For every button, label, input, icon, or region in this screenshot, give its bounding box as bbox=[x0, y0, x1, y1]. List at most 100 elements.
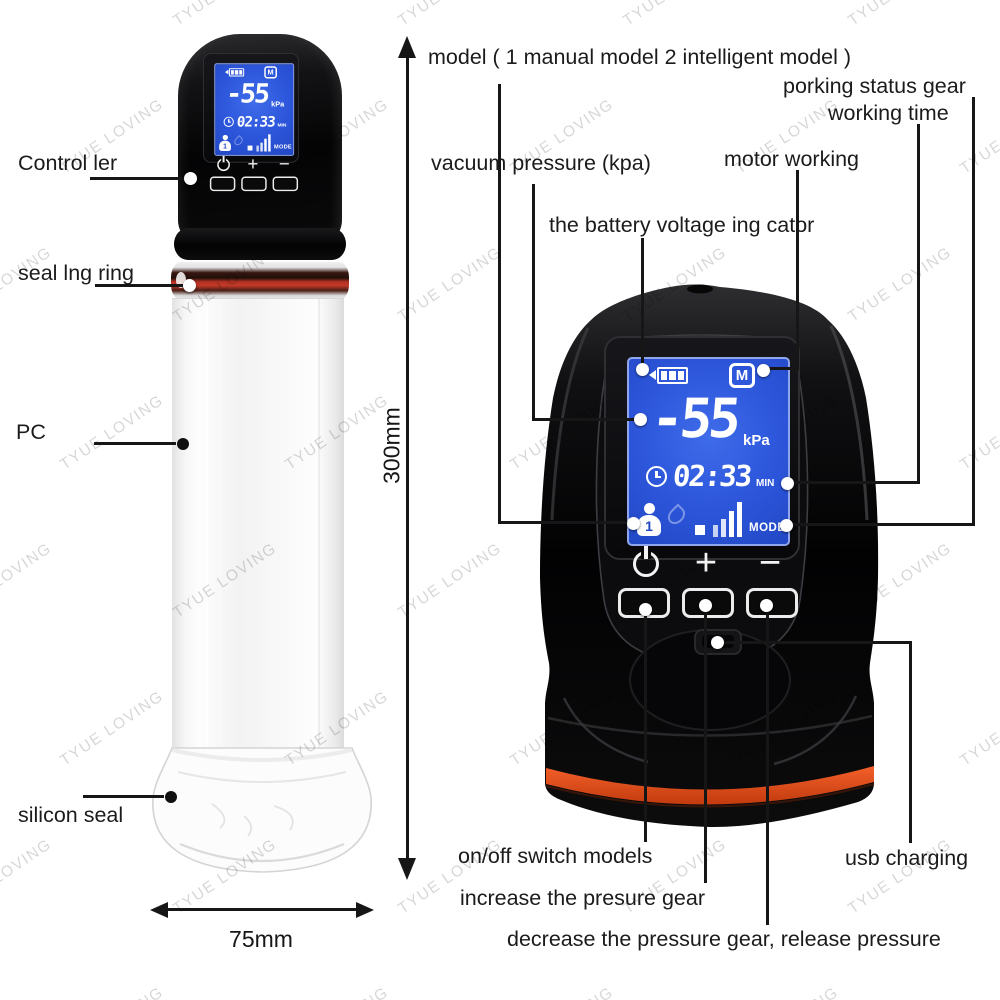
arrowhead-left bbox=[150, 901, 168, 918]
leader-line bbox=[644, 613, 647, 842]
callout-dot-m bbox=[757, 364, 770, 377]
minus-symbol: − bbox=[758, 542, 782, 584]
time-value: 02:33 bbox=[236, 113, 276, 130]
time-unit: MIN bbox=[756, 478, 775, 489]
leader-line bbox=[532, 418, 640, 421]
hanging-hole bbox=[687, 284, 713, 294]
leader-line bbox=[641, 238, 644, 366]
leader-line bbox=[722, 641, 912, 644]
callout-dot-sealing-ring bbox=[183, 279, 196, 292]
callout-dot-pc bbox=[177, 438, 189, 450]
leader-line bbox=[796, 170, 799, 369]
callout-dot-power-button bbox=[639, 603, 652, 616]
watermark-text: TYUE LOVING bbox=[507, 984, 617, 1000]
label-controller: Control ler bbox=[18, 151, 118, 175]
label-sealing-ring: seal lng ring bbox=[18, 261, 134, 285]
orange-seal-ring bbox=[546, 766, 874, 805]
leader-line bbox=[498, 84, 501, 523]
silicone-seal-base bbox=[152, 747, 372, 873]
leader-line bbox=[792, 481, 920, 484]
label-motor-working: motor working bbox=[724, 147, 860, 171]
label-vacuum-pressure: vacuum pressure (kpa) bbox=[431, 151, 651, 175]
power-button bbox=[209, 176, 236, 192]
lcd-screen: M -55 kPa 02:33 MIN 1 MODE bbox=[627, 357, 790, 546]
controller-panel: M -55 kPa 02:33 MIN 1 MODE bbox=[604, 336, 800, 626]
label-usb: usb charging bbox=[845, 846, 969, 870]
label-working-time: working time bbox=[828, 101, 949, 125]
battery-shell bbox=[228, 67, 245, 77]
model-number: 1 bbox=[645, 518, 653, 534]
arrowhead-right bbox=[356, 901, 374, 918]
power-icon bbox=[217, 158, 230, 172]
callout-dot-controller bbox=[184, 172, 197, 185]
lcd-bezel: M -55 kPa 02:33 MIN 1 MODE bbox=[203, 53, 300, 163]
decrease-button bbox=[746, 588, 798, 618]
battery-icon bbox=[649, 366, 688, 384]
intensity-bars-icon bbox=[256, 134, 274, 152]
user-head bbox=[644, 503, 655, 514]
pressure-value: -55 bbox=[224, 77, 270, 109]
user-mode-icon: 1 bbox=[218, 134, 232, 152]
heat-icon bbox=[232, 135, 245, 147]
callout-dot-mode bbox=[780, 519, 793, 532]
watermark-text: TYUE LOVING bbox=[170, 0, 280, 30]
watermark-text: TYUE LOVING bbox=[957, 392, 1000, 474]
controller-panel: M -55 kPa 02:33 MIN 1 MODE bbox=[203, 53, 300, 195]
plus-symbol: + bbox=[694, 542, 718, 584]
leader-line bbox=[768, 367, 799, 370]
leader-line bbox=[94, 442, 176, 445]
label-decrease: decrease the pressure gear, release pres… bbox=[507, 927, 941, 951]
minus-symbol: − bbox=[278, 153, 290, 175]
watermark-text: TYUE LOVING bbox=[282, 984, 392, 1000]
label-pc: PC bbox=[16, 420, 46, 444]
stop-square-icon bbox=[247, 145, 253, 151]
user-head bbox=[222, 134, 228, 141]
watermark-text: TYUE LOVING bbox=[395, 243, 505, 326]
watermark-text: TYUE LOVING bbox=[395, 0, 505, 30]
label-increase: increase the presure gear bbox=[460, 886, 706, 910]
label-silicon-seal: silicon seal bbox=[18, 803, 124, 827]
user-mode-icon: 1 bbox=[635, 503, 663, 538]
leader-line bbox=[909, 641, 912, 843]
battery-shell bbox=[657, 366, 688, 384]
model-number: 1 bbox=[223, 142, 227, 151]
leader-line bbox=[917, 124, 920, 483]
label-battery-indicator: the battery voltage ing cator bbox=[549, 213, 815, 237]
callout-dot-increase-button bbox=[699, 599, 712, 612]
height-dimension: 300mm bbox=[378, 407, 405, 484]
leader-line bbox=[972, 97, 975, 525]
watermark-text: TYUE LOVING bbox=[0, 835, 55, 918]
watermark-text: TYUE LOVING bbox=[957, 688, 1000, 770]
mode-label: MODE bbox=[749, 522, 786, 534]
sealing-ring-collar bbox=[171, 262, 349, 300]
arrowhead-down bbox=[398, 858, 416, 880]
battery-tip bbox=[225, 69, 229, 75]
callout-dot-model bbox=[627, 517, 640, 530]
label-onoff: on/off switch models bbox=[458, 844, 653, 868]
manual-mode-badge: M bbox=[264, 66, 277, 79]
manual-mode-badge: M bbox=[729, 363, 755, 388]
leader-line bbox=[95, 284, 183, 287]
watermark-text: TYUE LOVING bbox=[57, 391, 167, 474]
time-unit: MIN bbox=[277, 122, 287, 128]
watermark-text: TYUE LOVING bbox=[957, 984, 1000, 1000]
clock-icon bbox=[646, 466, 667, 487]
clock-icon bbox=[223, 116, 234, 127]
watermark-text: TYUE LOVING bbox=[732, 984, 842, 1000]
pressure-unit: kPa bbox=[743, 432, 770, 449]
leader-line bbox=[83, 795, 164, 798]
leader-line bbox=[766, 610, 769, 925]
watermark-text: TYUE LOVING bbox=[845, 0, 955, 30]
callout-dot-decrease-button bbox=[760, 599, 773, 612]
pressure-unit: kPa bbox=[271, 100, 285, 109]
battery-icon bbox=[225, 67, 245, 77]
time-value: 02:33 bbox=[671, 459, 752, 493]
stop-square-icon bbox=[695, 525, 705, 535]
callout-dot-min bbox=[781, 477, 794, 490]
callout-dot-usb bbox=[711, 636, 724, 649]
heat-icon bbox=[664, 503, 689, 528]
leader-line bbox=[791, 523, 975, 526]
increase-button bbox=[241, 176, 267, 192]
leader-line bbox=[90, 177, 184, 180]
